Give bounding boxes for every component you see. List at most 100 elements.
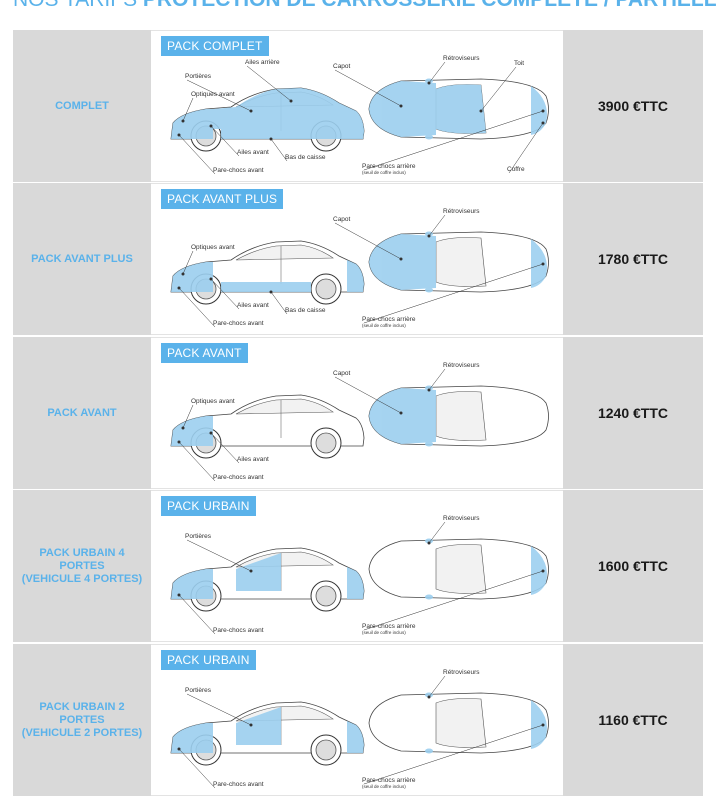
pack-name-line: PACK URBAIN 4 [39, 546, 125, 559]
leader-line [182, 250, 194, 275]
leader-line [178, 441, 216, 482]
pack-name-line: PACK URBAIN 2 [39, 700, 125, 713]
annotation-parechocs-arriere: Pare-chocs arrière [362, 777, 416, 784]
leader-line [363, 110, 544, 171]
leader-dot [427, 695, 431, 699]
annotation-retroviseurs: Rétroviseurs [443, 515, 480, 522]
leader-line [246, 65, 292, 102]
leader-dot [269, 137, 273, 141]
leader-dot [427, 234, 431, 238]
zone-front [171, 569, 213, 599]
leader-dot [177, 440, 181, 444]
leader-line [178, 287, 216, 328]
pack-price: 1240 €TTC [563, 337, 703, 489]
leader-line [428, 61, 446, 84]
annotation-capot: Capot [333, 370, 351, 377]
annotation-portieres: Portières [185, 533, 212, 540]
leader-dot [209, 431, 213, 435]
leader-dot [177, 747, 181, 751]
zone-rear [531, 700, 547, 749]
annotation-parechocs-arriere: Pare-chocs arrière [362, 316, 416, 323]
annotation-capot: Capot [333, 216, 351, 223]
leader-dot [269, 290, 273, 294]
page-title: NOS TARIFS PROTECTION DE CARROSSERIE COM… [13, 0, 716, 13]
car-side-view [170, 394, 365, 459]
zone-mirror-l [425, 538, 433, 544]
leader-line [363, 570, 544, 631]
zone-rear-bumper [347, 107, 364, 139]
leader-dot [427, 541, 431, 545]
leader-line [210, 432, 240, 464]
zone-front [171, 723, 213, 753]
leader-line [428, 521, 446, 544]
zone-front [171, 262, 213, 292]
annotation-optiques-avant: Optiques avant [191, 91, 235, 98]
leader-dot [177, 286, 181, 290]
pack-badge: PACK COMPLET [161, 36, 269, 56]
car-top-view [368, 231, 549, 293]
zone-doors [236, 707, 281, 745]
pack-name: PACK AVANT PLUS [13, 183, 151, 335]
zone-mirror-r [425, 287, 433, 293]
annotation-parechocs-avant: Pare-chocs avant [213, 781, 264, 788]
leader-line [210, 278, 240, 310]
pack-name-line: PACK AVANT [47, 406, 117, 419]
leader-line [428, 214, 446, 237]
annotation-bas-de-caisse: Bas de caisse [285, 154, 326, 161]
leader-dot [177, 133, 181, 137]
annotation-parechocs-avant: Pare-chocs avant [213, 167, 264, 174]
zone-sill [221, 282, 311, 292]
leader-dot [399, 104, 403, 108]
annotation-parechocs-arriere: Pare-chocs arrière [362, 163, 416, 170]
leader-line [428, 368, 446, 391]
leader-dot [249, 569, 253, 573]
leader-line [178, 748, 216, 789]
leader-dot [541, 262, 545, 266]
annotation-toit: Toit [514, 60, 524, 67]
pack-badge: PACK AVANT [161, 343, 248, 363]
pack-name-line: (VEHICULE 2 PORTES) [21, 726, 143, 739]
zone-rear-bumper [347, 721, 364, 753]
zone-mirror-r [425, 594, 433, 600]
annotation-parechocs-avant: Pare-chocs avant [213, 320, 264, 327]
tariff-row: COMPLET [13, 30, 703, 182]
leader-dot [541, 723, 545, 727]
leader-dot [479, 109, 483, 113]
leader-line [363, 263, 544, 324]
leader-line [186, 539, 252, 572]
annotation-seuil: (seuil de coffre inclus) [362, 170, 406, 175]
zone-hood [369, 234, 436, 290]
leader-line [186, 693, 252, 726]
pack-name-line: PORTES [59, 559, 105, 572]
leader-line [182, 97, 194, 122]
leader-dot [249, 723, 253, 727]
annotation-optiques-avant: Optiques avant [191, 398, 235, 405]
zone-rear-bumper [347, 567, 364, 599]
zone-roof [436, 84, 486, 134]
tariff-row: PACK AVANT PLUS [13, 183, 703, 335]
car-side-view [170, 701, 365, 766]
pack-name-line: COMPLET [55, 99, 109, 112]
annotation-retroviseurs: Rétroviseurs [443, 208, 480, 215]
zone-mirror-r [425, 748, 433, 754]
zone-mirror-l [425, 692, 433, 698]
pack-name-line: PORTES [59, 713, 105, 726]
leader-line [186, 79, 252, 112]
zone-hood [369, 388, 436, 444]
zone-rear-bumper [347, 260, 364, 292]
leader-dot [181, 119, 185, 123]
leader-line [480, 66, 517, 112]
annotation-retroviseurs: Rétroviseurs [443, 669, 480, 676]
leader-dot [177, 593, 181, 597]
tariff-row: PACK AVANT [13, 337, 703, 489]
pack-name-line: (VEHICULE 4 PORTES) [21, 572, 143, 585]
car-side-view [170, 547, 365, 612]
annotation-retroviseurs: Rétroviseurs [443, 362, 480, 369]
